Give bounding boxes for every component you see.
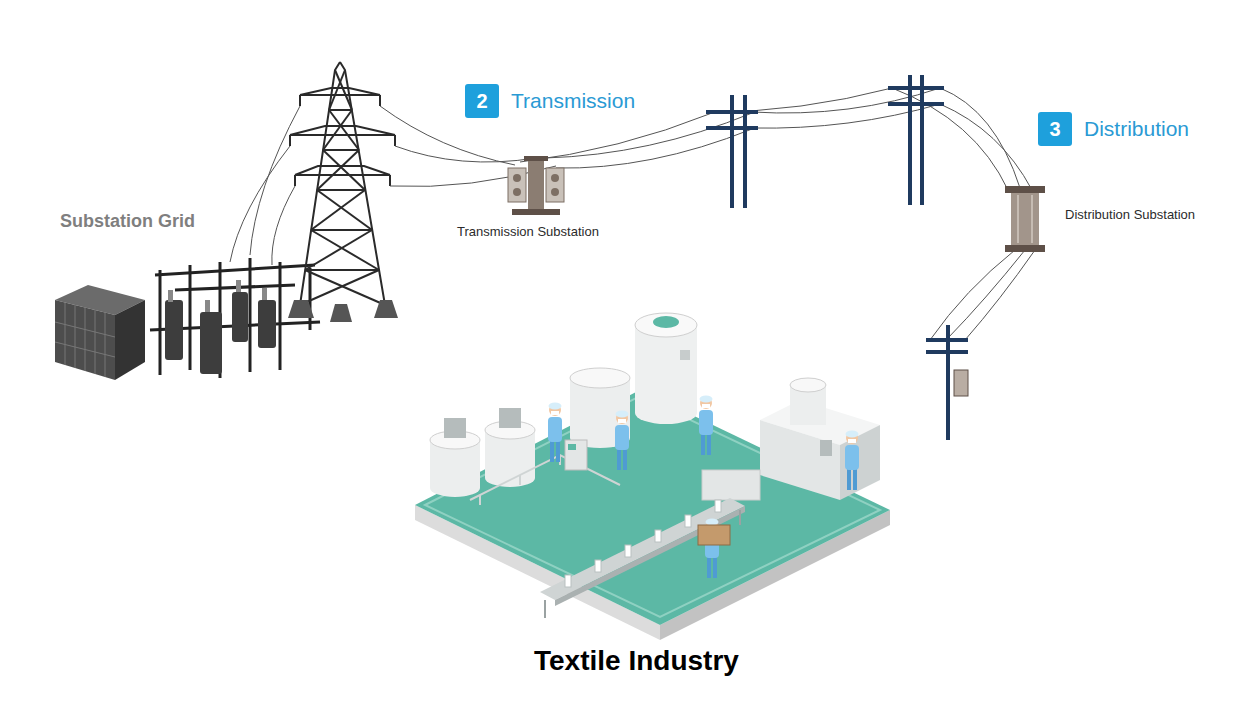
step-number: 2 — [465, 84, 499, 118]
transmission-substation-icon — [508, 156, 564, 215]
section-label: Substation Grid — [60, 211, 195, 232]
step-label: 2 Transmission — [465, 84, 635, 118]
step-heading: Distribution — [1084, 117, 1189, 141]
step-label: 3 Distribution — [1038, 112, 1189, 146]
transmission-tower — [290, 62, 395, 305]
substation-grid-drawing — [55, 258, 320, 380]
industry-label: Textile Industry — [534, 645, 739, 677]
utility-pole — [706, 75, 968, 440]
power-wires — [230, 88, 1035, 340]
substation-label: Distribution Substation — [1065, 207, 1195, 222]
step-number: 3 — [1038, 112, 1072, 146]
distribution-substation-icon — [1005, 186, 1045, 252]
tower-footing — [288, 300, 398, 322]
pole-transformer — [954, 370, 968, 396]
substation-label: Transmission Substation — [457, 224, 599, 239]
textile-factory — [415, 313, 890, 640]
step-heading: Transmission — [511, 89, 635, 113]
